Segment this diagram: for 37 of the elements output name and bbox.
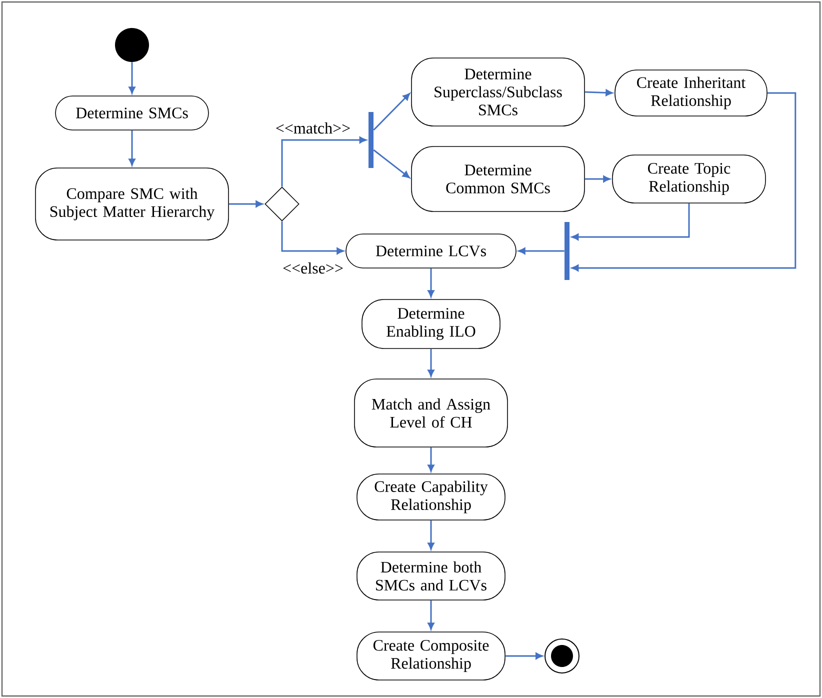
arrow <box>572 203 690 240</box>
activity-box: Create Capability Relationship <box>356 474 506 520</box>
activity-box: Determine LCVs <box>346 234 516 268</box>
activity-box: Create Topic Relationship <box>612 154 766 204</box>
arrow <box>428 600 434 630</box>
activity-box: Determine SMCs <box>55 96 209 130</box>
arrow <box>228 200 263 208</box>
activity-box: Determine Superclass/Subclass SMCs <box>411 58 585 126</box>
arrow <box>428 520 434 550</box>
activity-box: Create Composite Relationship <box>356 632 506 680</box>
edge-label: <<else>> <box>282 261 344 275</box>
arrow <box>281 136 366 187</box>
activity-box: Determine Enabling ILO <box>362 299 500 349</box>
arrow <box>373 149 410 178</box>
activity-box: Compare SMC with Subject Matter Hierarchy <box>35 168 229 240</box>
arrow <box>428 348 434 377</box>
arrow <box>128 62 136 94</box>
end-node <box>544 638 580 674</box>
arrow <box>428 447 434 472</box>
arrow <box>518 248 564 254</box>
arrow <box>128 130 136 166</box>
sync-bar <box>564 222 570 280</box>
activity-box: Create Inheritant Relationship <box>614 70 768 116</box>
decision-diamond <box>264 186 300 222</box>
edge-label: <<match>> <box>274 121 352 135</box>
arrow <box>281 221 344 254</box>
arrow <box>373 93 410 131</box>
arrow <box>572 92 796 272</box>
arrow <box>584 89 613 96</box>
start-node <box>115 28 149 62</box>
activity-box: Determine Common SMCs <box>411 146 585 212</box>
arrow <box>584 176 610 182</box>
activity-box: Match and Assign Level of CH <box>354 378 508 448</box>
activity-box: Determine both SMCs and LCVs <box>356 552 506 600</box>
sync-bar <box>368 112 374 168</box>
arrow <box>428 268 434 298</box>
arrow <box>505 652 543 660</box>
